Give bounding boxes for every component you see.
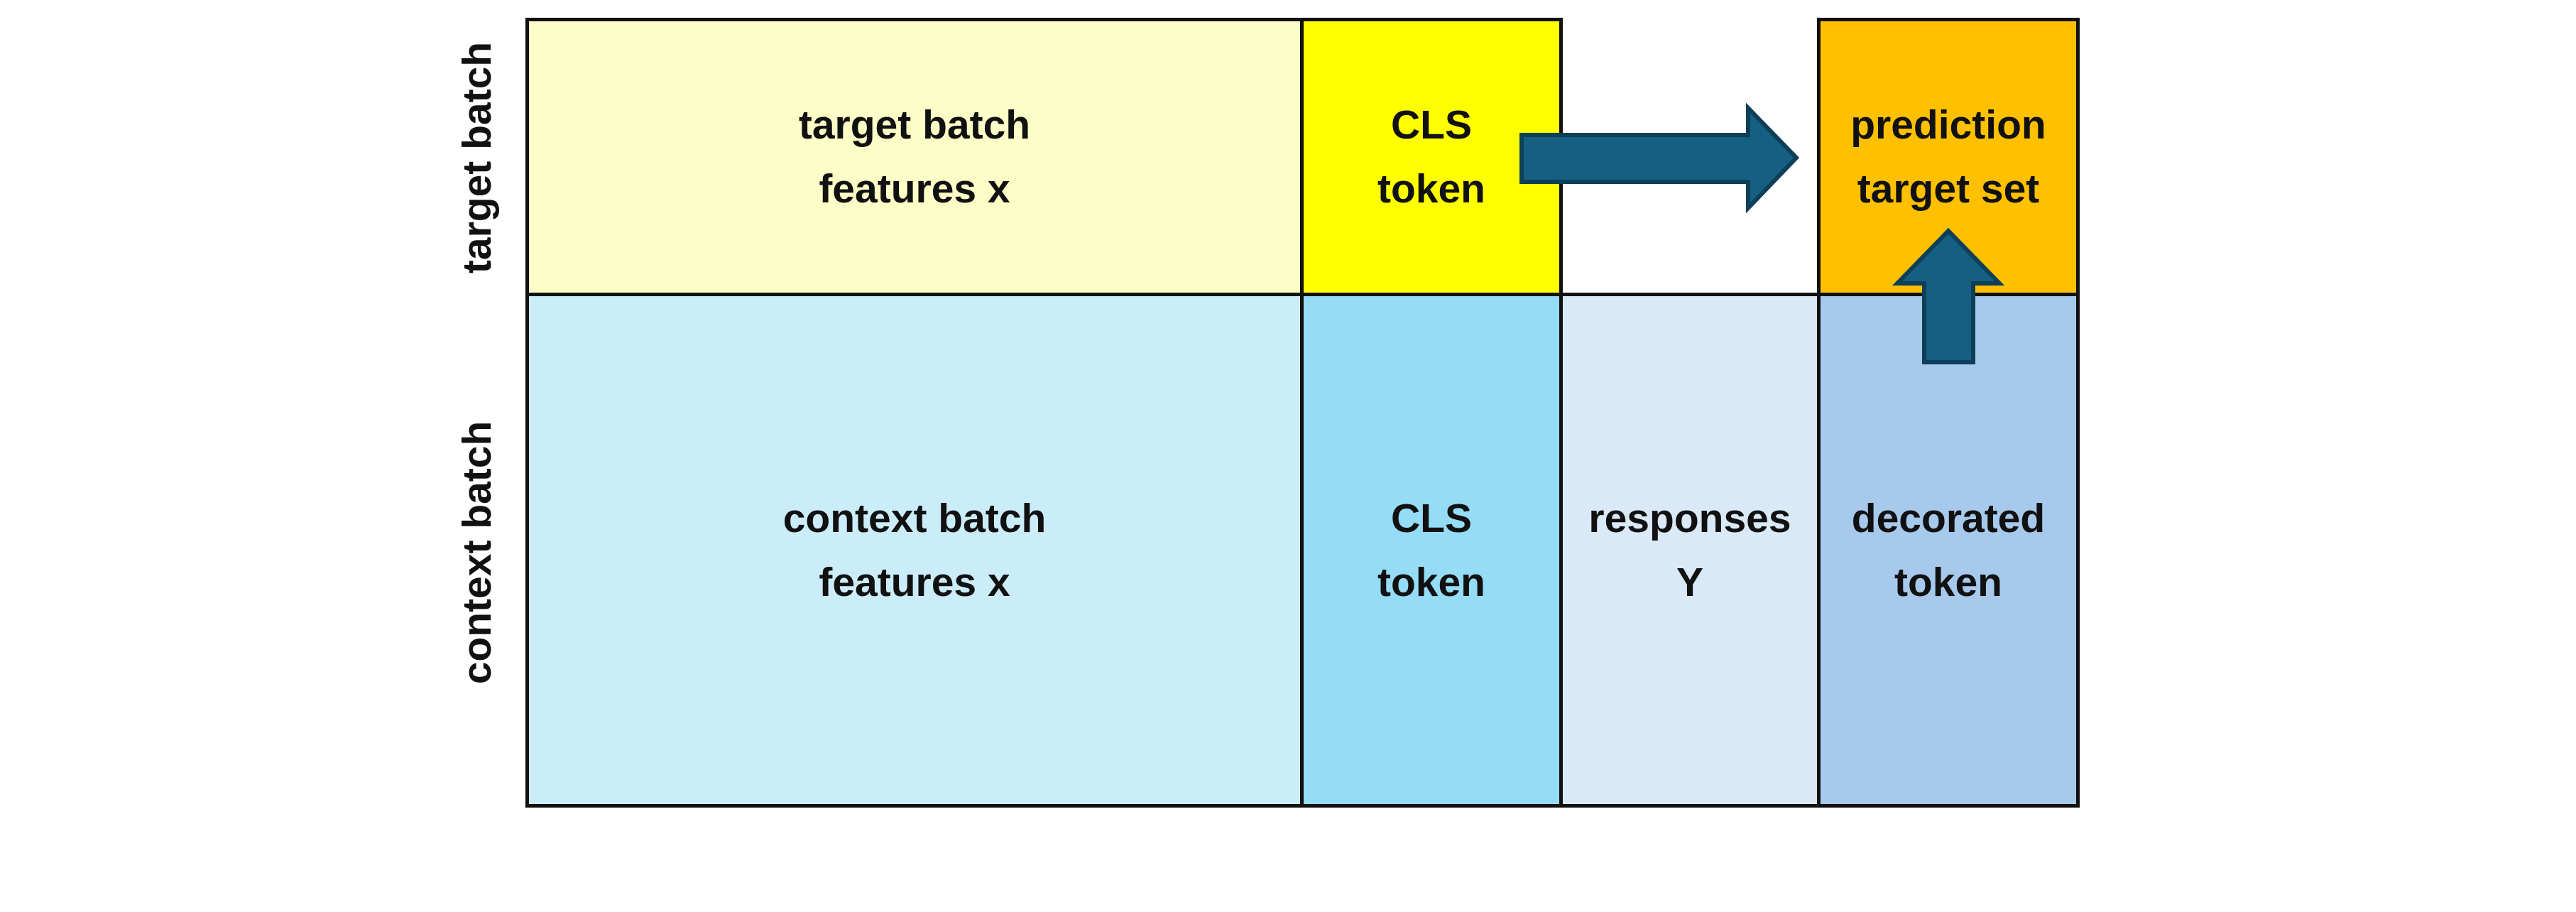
context-cls-token-text: CLS token (1377, 495, 1486, 605)
target-batch-features-text: target batch features x (798, 102, 1031, 212)
target-batch-features-cell: target batch features x (525, 18, 1304, 296)
context-batch-features-text: context batch features x (782, 495, 1047, 605)
prediction-target-set-text: prediction target set (1850, 102, 2046, 212)
up-arrow-icon (1892, 227, 2005, 364)
decorated-token-cell: decorated token (1817, 293, 2080, 808)
decorated-token-text: decorated token (1851, 495, 2046, 605)
right-arrow-icon (1519, 102, 1800, 214)
target-cls-token-cell: CLS token (1300, 18, 1563, 296)
context-cls-token-cell: CLS token (1300, 293, 1563, 808)
context-batch-features-cell: context batch features x (525, 293, 1304, 808)
target-cls-token-text: CLS token (1377, 102, 1486, 212)
responses-y-text: responses Y (1588, 495, 1791, 605)
